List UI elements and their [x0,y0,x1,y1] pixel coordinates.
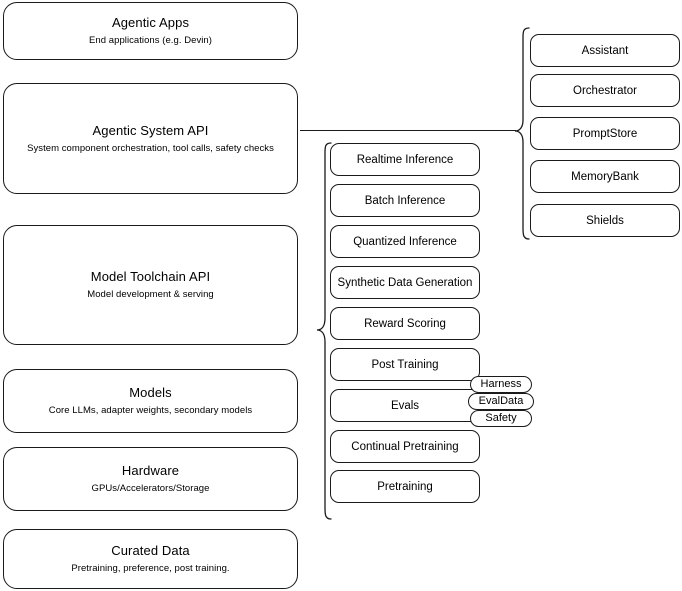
pill-evaldata[interactable]: EvalData [468,393,534,410]
chip-label: Reward Scoring [364,317,446,330]
pill-safety[interactable]: Safety [470,410,532,427]
pill-label: EvalData [478,395,524,407]
chip-label: Quantized Inference [353,235,457,248]
layer-title: Curated Data [111,543,190,558]
chip-shields[interactable]: Shields [530,204,680,237]
chip-label: Continual Pretraining [351,440,459,453]
chip-quantized-inference[interactable]: Quantized Inference [330,225,480,258]
chip-label: Synthetic Data Generation [337,276,473,289]
connector-line-system-api [300,130,516,131]
layer-subtitle: Core LLMs, adapter weights, secondary mo… [48,405,253,416]
layer-model-toolchain-api[interactable]: Model Toolchain API Model development & … [3,225,298,345]
brace-model-toolchain [316,142,332,520]
layer-title: Agentic Apps [111,15,190,30]
layer-subtitle: Model development & serving [87,289,214,300]
pill-label: Safety [485,412,517,424]
chip-assistant[interactable]: Assistant [530,34,680,67]
chip-realtime-inference[interactable]: Realtime Inference [330,143,480,176]
chip-label: PromptStore [572,127,638,140]
brace-agentic-system [514,27,530,240]
layer-curated-data[interactable]: Curated Data Pretraining, preference, po… [3,529,298,589]
layer-agentic-system-api[interactable]: Agentic System API System component orch… [3,83,298,194]
chip-label: MemoryBank [571,170,639,183]
chip-orchestrator[interactable]: Orchestrator [530,74,680,107]
layer-title: Agentic System API [92,122,209,138]
chip-synthetic-data-generation[interactable]: Synthetic Data Generation [330,266,480,299]
chip-promptstore[interactable]: PromptStore [530,117,680,150]
layer-hardware[interactable]: Hardware GPUs/Accelerators/Storage [3,447,298,511]
chip-continual-pretraining[interactable]: Continual Pretraining [330,430,480,463]
layer-subtitle: GPUs/Accelerators/Storage [91,483,210,494]
layer-title: Models [129,385,172,400]
chip-memorybank[interactable]: MemoryBank [530,160,680,193]
pill-label: Harness [480,378,522,390]
chip-batch-inference[interactable]: Batch Inference [330,184,480,217]
layer-agentic-apps[interactable]: Agentic Apps End applications (e.g. Devi… [3,2,298,60]
chip-label: Assistant [581,44,629,57]
chip-label: Batch Inference [364,194,446,207]
chip-reward-scoring[interactable]: Reward Scoring [330,307,480,340]
layer-subtitle: System component orchestration, tool cal… [27,142,274,154]
layer-title: Hardware [121,463,180,478]
chip-pretraining[interactable]: Pretraining [330,470,480,503]
layer-subtitle: Pretraining, preference, post training. [71,563,230,574]
layer-subtitle: End applications (e.g. Devin) [89,35,212,46]
chip-evals[interactable]: Evals [330,389,480,422]
chip-label: Shields [586,214,624,227]
chip-label: Orchestrator [573,84,637,97]
chip-post-training[interactable]: Post Training [330,348,480,381]
layer-title: Model Toolchain API [90,269,211,284]
chip-label: Realtime Inference [356,153,454,166]
chip-label: Pretraining [377,480,433,493]
pill-harness[interactable]: Harness [470,376,532,393]
chip-label: Post Training [371,358,439,371]
layer-models[interactable]: Models Core LLMs, adapter weights, secon… [3,369,298,433]
chip-label: Evals [390,399,420,412]
